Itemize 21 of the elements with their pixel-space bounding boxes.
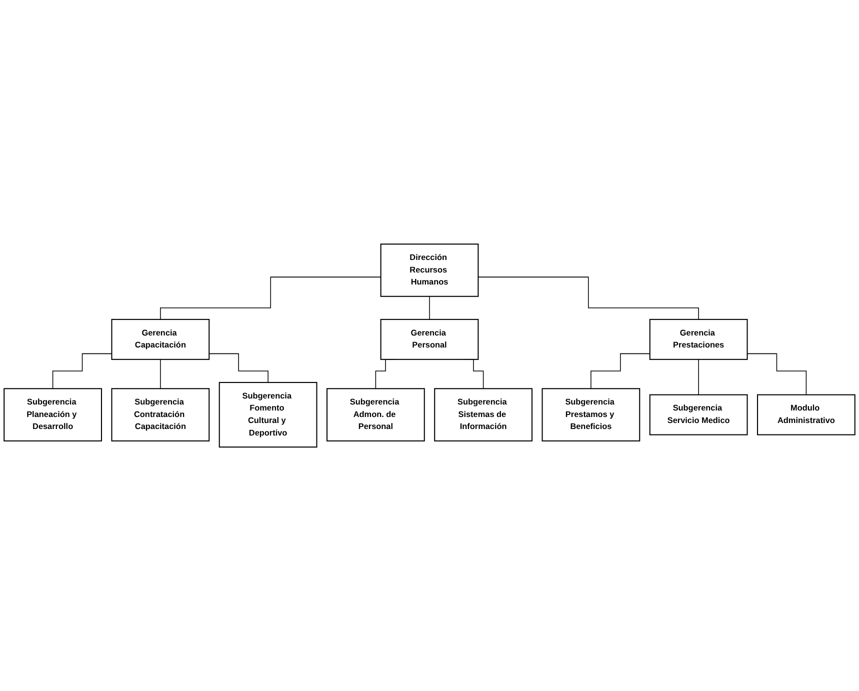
node-box: Subgerencia Servicio Medico	[649, 394, 748, 436]
connector	[478, 276, 699, 320]
node-box: Subgerencia Admon. de Personal	[326, 388, 425, 442]
connector	[160, 358, 161, 389]
node-box: Subgerencia Contratación Capacitación	[111, 388, 210, 442]
connector	[208, 353, 268, 383]
node-box: Gerencia Capacitación	[111, 318, 210, 360]
connector	[698, 358, 699, 396]
node-box: Subgerencia Planeación y Desarrollo	[4, 388, 102, 442]
node-box: Subgerencia Sistemas de Información	[434, 388, 533, 442]
node-box: Subgerencia Prestamos y Beneficios	[542, 388, 640, 442]
connector	[746, 353, 807, 396]
node-box: Gerencia Personal	[380, 318, 479, 360]
node-box: Modulo Administrativo	[757, 394, 856, 436]
connector	[160, 276, 382, 320]
connector	[590, 353, 650, 389]
node-box: Subgerencia Fomento Cultural y Deportivo	[218, 382, 318, 448]
node-box: Gerencia Prestaciones	[649, 318, 748, 360]
connector	[52, 353, 112, 389]
connector	[429, 296, 430, 320]
node-box: Dirección Recursos Humanos	[380, 244, 479, 297]
